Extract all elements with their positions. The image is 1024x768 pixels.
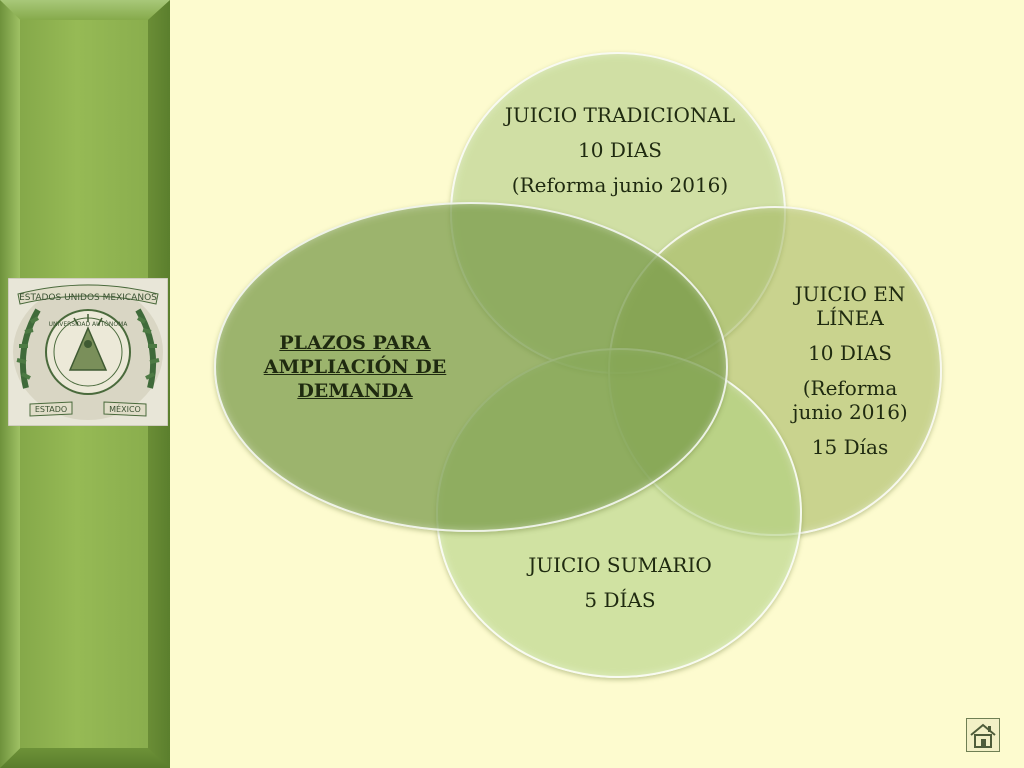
seal-middle-text: UNIVERSIDAD AUTÓNOMA	[49, 321, 129, 328]
label-juicio-tradicional: JUICIO TRADICIONAL 10 DIAS (Reforma juni…	[480, 98, 760, 203]
label-line: DEMANDA	[297, 380, 413, 402]
seal-bottom-left-text: ESTADO	[35, 405, 67, 414]
seal-bottom-right-text: MÉXICO	[109, 403, 141, 414]
seal-top-text: ESTADOS UNIDOS MEXICANOS	[19, 293, 157, 303]
bar-bevel-top	[0, 0, 170, 20]
label-line: 10 DIAS	[578, 138, 662, 162]
bar-bevel-bottom	[0, 748, 170, 768]
label-juicio-sumario: JUICIO SUMARIO 5 DÍAS	[490, 548, 750, 618]
label-line: 10 DIAS	[808, 341, 892, 365]
university-seal-logo: ESTADOS UNIDOS MEXICANOS UNIVERSIDAD AUT…	[8, 278, 168, 426]
label-line: JUICIO SUMARIO	[528, 553, 712, 577]
circle-plazos-ampliacion	[214, 202, 728, 532]
label-line: 5 DÍAS	[584, 588, 656, 612]
label-line: LÍNEA	[816, 306, 884, 330]
label-line: JUICIO EN	[794, 282, 906, 306]
label-line: (Reforma junio 2016)	[511, 173, 729, 197]
home-button[interactable]	[966, 718, 1000, 752]
label-line: PLAZOS PARA	[279, 332, 431, 354]
label-juicio-en-linea: JUICIO EN LÍNEA 10 DIAS (Reforma junio 2…	[770, 282, 930, 459]
home-icon	[970, 723, 996, 748]
label-line: 15 Días	[811, 435, 889, 459]
label-line: (Reforma	[802, 376, 898, 400]
label-line: AMPLIACIÓN DE	[263, 356, 447, 378]
label-line: junio 2016)	[792, 400, 908, 424]
label-line: JUICIO TRADICIONAL	[504, 103, 736, 127]
label-plazos-ampliacion-demanda: PLAZOS PARA AMPLIACIÓN DE DEMANDA	[240, 331, 470, 403]
